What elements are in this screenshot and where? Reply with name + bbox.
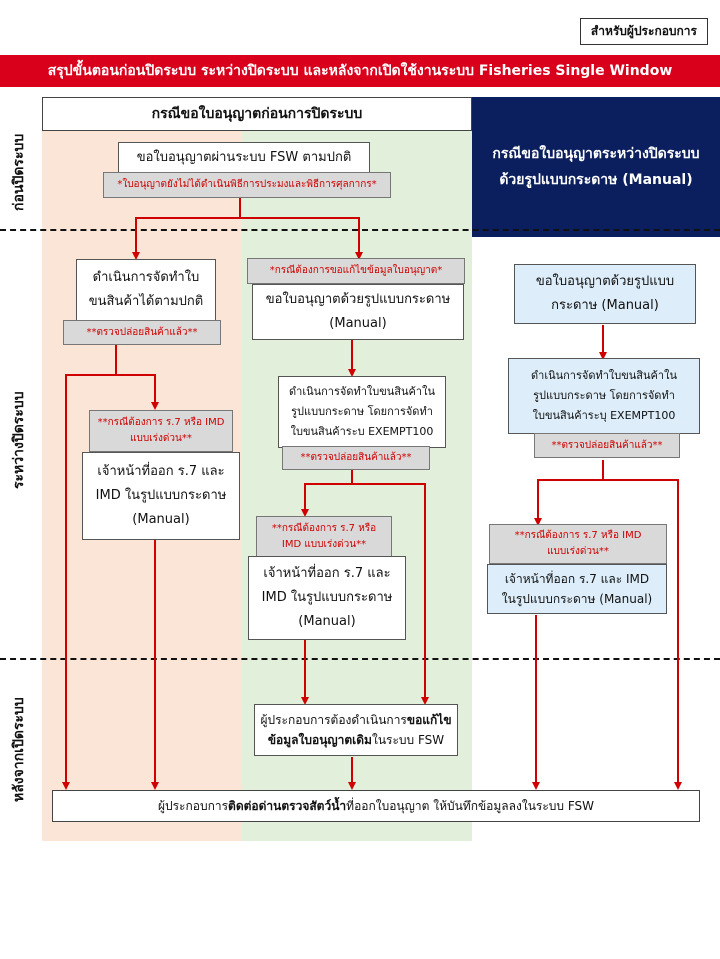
- box-amend-paper: ขอใบอนุญาตด้วยรูปแบบกระดาษ (Manual): [252, 284, 464, 340]
- title-banner: สรุปขั้นตอนก่อนปิดระบบ ระหว่างปิดระบบ แล…: [0, 55, 720, 87]
- box-mid-officer-line1: เจ้าหน้าที่ออก ร.7 และ: [263, 566, 391, 581]
- box-contact-checkpoint: ผู้ประกอบการติดต่อด่านตรวจสัตว์น้ำที่ออก…: [52, 790, 700, 822]
- box-right-paper-line1: ขอใบอนุญาตด้วยรูปแบบ: [535, 274, 675, 289]
- box-left-officer-line3: (Manual): [132, 512, 190, 527]
- box-amend-after: ผู้ประกอบการต้องดำเนินการขอแก้ไข ข้อมูลใ…: [254, 704, 458, 756]
- box-right-doc: ดำเนินการจัดทำใบขนสินค้าใน รูปแบบกระดาษ …: [508, 358, 700, 434]
- header-during-line1: กรณีขอใบอนุญาตระหว่างปิดระบบ: [492, 146, 700, 162]
- header-during-shutdown: กรณีขอใบอนุญาตระหว่างปิดระบบ ด้วยรูปแบบก…: [472, 97, 720, 237]
- box-amend-after-line1-a: ผู้ประกอบการต้องดำเนินการ: [260, 713, 407, 727]
- box-right-doc-line3: ใบขนสินค้าระบุ EXEMPT100: [532, 409, 676, 422]
- box-left-officer-line1: เจ้าหน้าที่ออก ร.7 และ: [97, 464, 225, 479]
- note-mid-urgent: **กรณีต้องการ ร.7 หรือ IMD แบบเร่งด่วน**: [256, 516, 392, 558]
- note-left-urgent-line1: **กรณีต้องการ ร.7 หรือ IMD: [97, 417, 225, 428]
- header-during-line2: ด้วยรูปแบบกระดาษ (Manual): [499, 172, 693, 188]
- bottom-part1: ผู้ประกอบการ: [157, 798, 229, 813]
- box-left-officer: เจ้าหน้าที่ออก ร.7 และ IMD ในรูปแบบกระดา…: [82, 452, 240, 540]
- box-amend-after-line2-a: ข้อมูลใบอนุญาตเดิม: [267, 733, 372, 747]
- note-mid-cleared: **ตรวจปล่อยสินค้าแล้ว**: [282, 446, 430, 470]
- note-right-urgent-line2: แบบเร่งด่วน**: [547, 546, 609, 557]
- box-right-officer: เจ้าหน้าที่ออก ร.7 และ IMD ในรูปแบบกระดา…: [487, 564, 667, 614]
- arrow-mid-split: [301, 470, 353, 517]
- box-fsw-normal-text: ขอใบอนุญาตผ่านระบบ FSW ตามปกติ: [136, 150, 352, 165]
- box-mid-officer-line3: (Manual): [298, 614, 356, 629]
- note-mid-urgent-line2: IMD แบบเร่งด่วน**: [281, 539, 367, 550]
- box-mid-doc-line1: ดำเนินการจัดทำใบขนสินค้าใน: [289, 385, 435, 398]
- arrow-right-to-bottom: [603, 479, 682, 790]
- note-amend: *กรณีต้องการขอแก้ไขข้อมูลใบอนุญาต*: [247, 258, 465, 284]
- note-right-urgent-line1: **กรณีต้องการ ร.7 หรือ IMD: [514, 530, 642, 541]
- box-fsw-normal: ขอใบอนุญาตผ่านระบบ FSW ตามปกติ: [118, 142, 370, 174]
- box-amend-after-line1-b: ขอแก้ไข: [406, 713, 452, 727]
- note-left-urgent: **กรณีต้องการ ร.7 หรือ IMD แบบเร่งด่วน**: [89, 410, 233, 452]
- bottom-part2: ติดต่อด่านตรวจสัตว์น้ำ: [228, 798, 347, 813]
- arrow-fsw-split: [132, 198, 241, 260]
- arrow-left-split: [115, 345, 159, 410]
- separator-during-after: [0, 658, 720, 660]
- box-left-officer-line2: IMD ในรูปแบบกระดาษ: [95, 488, 227, 503]
- note-normal-cleared: **ตรวจปล่อยสินค้าแล้ว**: [63, 320, 221, 345]
- header-before-shutdown: กรณีขอใบอนุญาตก่อนการปิดระบบ: [42, 97, 472, 131]
- box-mid-doc-line2: รูปแบบกระดาษ โดยการจัดทำ: [291, 405, 433, 418]
- box-right-officer-line2: ในรูปแบบกระดาษ (Manual): [501, 592, 653, 606]
- box-mid-officer-line2: IMD ในรูปแบบกระดาษ: [261, 590, 393, 605]
- note-left-urgent-line2: แบบเร่งด่วน**: [130, 433, 192, 444]
- box-normal-doc-line2: ขนสินค้าได้ตามปกติ: [88, 294, 204, 309]
- audience-tag: สำหรับผู้ประกอบการ: [579, 18, 708, 45]
- box-amend-after-line2: ข้อมูลใบอนุญาตเดิมในระบบ FSW: [268, 730, 444, 750]
- box-normal-doc-line1: ดำเนินการจัดทำใบ: [92, 270, 200, 285]
- box-right-doc-line1: ดำเนินการจัดทำใบขนสินค้าใน: [531, 369, 677, 382]
- box-mid-doc-line3: ใบขนสินค้าระบ EXEMPT100: [290, 425, 434, 438]
- note-mid-urgent-line1: **กรณีต้องการ ร.7 หรือ: [271, 523, 377, 534]
- note-right-cleared: **ตรวจปล่อยสินค้าแล้ว**: [534, 433, 680, 458]
- box-right-paper-line2: กระดาษ (Manual): [551, 298, 659, 313]
- box-right-paper: ขอใบอนุญาตด้วยรูปแบบ กระดาษ (Manual): [514, 264, 696, 324]
- box-mid-officer: เจ้าหน้าที่ออก ร.7 และ IMD ในรูปแบบกระดา…: [248, 556, 406, 640]
- bottom-part3: ที่ออกใบอนุญาต ให้บันทึกข้อมูลลงในระบบ F…: [346, 798, 595, 813]
- box-normal-doc: ดำเนินการจัดทำใบ ขนสินค้าได้ตามปกติ: [76, 259, 216, 321]
- note-not-cleared: *ใบอนุญาตยังไม่ได้ดำเนินพิธีการประมงและพ…: [103, 172, 391, 198]
- arrow-right-split: [534, 460, 604, 526]
- box-right-doc-line2: รูปแบบกระดาษ โดยการจัดทำ: [533, 389, 675, 402]
- arrow-mid-to-amend-after: [352, 483, 429, 705]
- note-right-urgent: **กรณีต้องการ ร.7 หรือ IMD แบบเร่งด่วน**: [489, 524, 667, 564]
- box-amend-paper-line1: ขอใบอนุญาตด้วยรูปแบบกระดาษ: [265, 292, 451, 307]
- box-mid-doc: ดำเนินการจัดทำใบขนสินค้าใน รูปแบบกระดาษ …: [278, 376, 446, 448]
- arrow-left-to-bottom: [62, 374, 116, 790]
- box-amend-paper-line2: (Manual): [329, 316, 387, 331]
- box-amend-after-line1: ผู้ประกอบการต้องดำเนินการขอแก้ไข: [260, 710, 451, 730]
- box-right-officer-line1: เจ้าหน้าที่ออก ร.7 และ IMD: [504, 572, 650, 586]
- box-amend-after-line2-b: ในระบบ FSW: [371, 733, 445, 747]
- arrow-fsw-to-amend: [240, 217, 363, 260]
